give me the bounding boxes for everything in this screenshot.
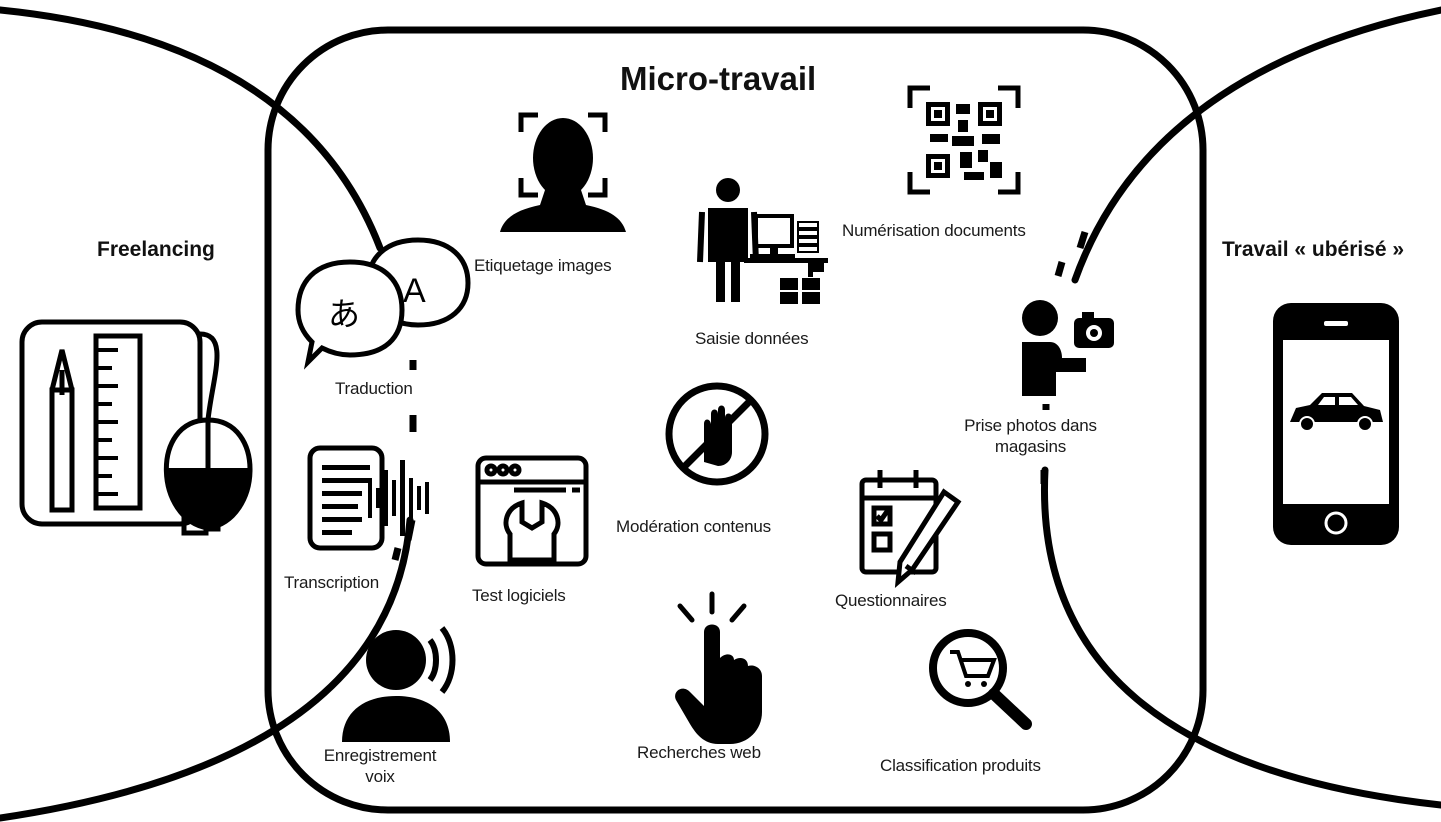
task-label-saisie: Saisie données (695, 329, 809, 348)
task-label-traduction: Traduction (335, 379, 413, 398)
task-label-numerisation: Numérisation documents (842, 221, 1026, 240)
pointer-hand-click-icon (675, 591, 762, 744)
overlap-dashes (391, 230, 1089, 561)
uberise-boundary-arc (1040, 6, 1441, 809)
micro-travail-title: Micro-travail (620, 60, 817, 97)
task-label-enregistrement: Enregistrement voix (323, 746, 437, 786)
data-entry-person-icon (697, 178, 828, 304)
transcription-soundwave-icon (307, 445, 429, 551)
voice-recording-person-icon (342, 626, 456, 742)
task-label-etiquetage: Etiquetage images (474, 256, 612, 275)
freelancing-title: Freelancing (97, 238, 215, 261)
micro-travail-boundary (264, 26, 1207, 814)
face-scan-icon (500, 112, 626, 232)
task-label-transcription: Transcription (284, 573, 380, 592)
person-camera-icon (1022, 300, 1114, 396)
task-label-questionnaires: Questionnaires (835, 591, 947, 610)
task-label-moderation: Modération contenus (616, 517, 771, 536)
task-label-classification: Classification produits (880, 756, 1041, 775)
task-label-prise-photos: Prise photos dans magasins (964, 416, 1097, 456)
translation-glyph-hiragana-icon: あ (328, 295, 360, 333)
moderation-hand-forbidden-icon (665, 382, 769, 486)
translation-bubbles-icon (295, 237, 471, 370)
uberise-title: Travail « ubérisé » (1222, 238, 1405, 261)
task-label-recherches: Recherches web (637, 743, 761, 762)
smartphone-car-icon (1273, 303, 1399, 545)
task-label-test-logiciels: Test logiciels (472, 586, 566, 605)
cart-magnifier-icon (929, 629, 1032, 730)
calendar-checklist-pencil-icon (859, 470, 962, 588)
software-test-wrench-icon (475, 455, 589, 567)
freelancing-boundary-arc (0, 6, 414, 822)
qr-code-scan-icon (907, 85, 1021, 195)
drawing-tools-mouse-icon (19, 319, 253, 536)
translation-glyph-a-icon: A (403, 272, 426, 310)
